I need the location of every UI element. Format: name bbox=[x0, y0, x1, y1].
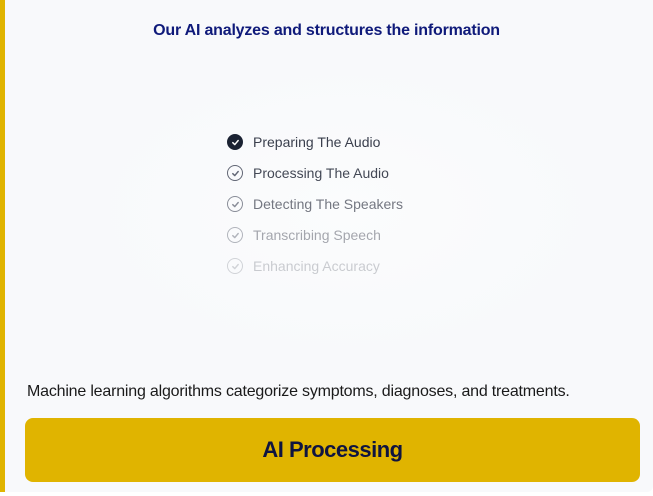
description-text: Machine learning algorithms categorize s… bbox=[27, 383, 570, 400]
ai-processing-button[interactable]: AI Processing bbox=[25, 418, 640, 482]
step-label: Enhancing Accuracy bbox=[253, 258, 380, 274]
step-label: Processing The Audio bbox=[253, 165, 389, 181]
step-label: Preparing The Audio bbox=[253, 134, 381, 150]
step-item: Enhancing Accuracy bbox=[227, 249, 403, 283]
check-circle-icon bbox=[227, 134, 243, 150]
step-item: Preparing The Audio bbox=[227, 125, 403, 159]
check-circle-icon bbox=[227, 258, 243, 274]
background-glow bbox=[85, 60, 605, 360]
check-circle-icon bbox=[227, 227, 243, 243]
step-item: Detecting The Speakers bbox=[227, 187, 403, 221]
check-circle-icon bbox=[227, 165, 243, 181]
section-heading: Our AI analyzes and structures the infor… bbox=[153, 22, 500, 39]
step-label: Detecting The Speakers bbox=[253, 196, 403, 212]
step-item: Processing The Audio bbox=[227, 156, 403, 190]
step-label: Transcribing Speech bbox=[253, 227, 381, 243]
step-item: Transcribing Speech bbox=[227, 218, 403, 252]
check-circle-icon bbox=[227, 196, 243, 212]
